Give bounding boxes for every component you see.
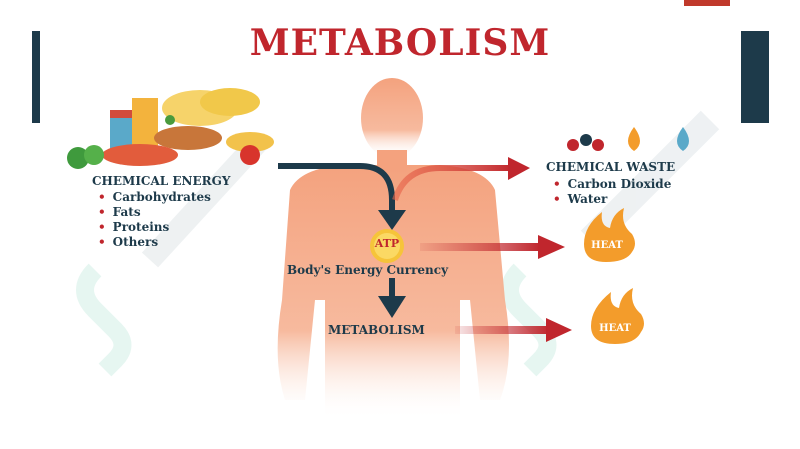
list-item: Fats [98, 205, 211, 220]
atp-caption: Body's Energy Currency [287, 263, 449, 277]
flame-icon [584, 208, 635, 262]
chemical-energy-list: Carbohydrates Fats Proteins Others [98, 190, 211, 250]
chemical-waste-heading: CHEMICAL WASTE [546, 160, 676, 174]
list-item: Others [98, 235, 211, 250]
right-accent-bar [741, 31, 769, 123]
heat-label: HEAT [599, 323, 631, 334]
arrow-down-2 [378, 296, 406, 318]
food-illustration [67, 88, 274, 169]
atp-label: ATP [374, 237, 400, 250]
flame-icon [591, 288, 644, 344]
left-accent-bar [32, 31, 40, 123]
list-item: Proteins [98, 220, 211, 235]
page-title: METABOLISM [249, 22, 551, 64]
energy-flow-arrows [278, 163, 406, 318]
waste-arrow [392, 157, 530, 201]
chemical-energy-heading: CHEMICAL ENERGY [92, 174, 231, 188]
heat-arrow-2 [455, 318, 572, 342]
heat-label: HEAT [591, 240, 623, 251]
list-item: Water [553, 192, 671, 207]
arrow-down-1 [378, 210, 406, 230]
list-item: Carbohydrates [98, 190, 211, 205]
chemical-waste-list: Carbon Dioxide Water [553, 177, 672, 207]
atp-badge [370, 229, 404, 263]
heat-arrow-1 [420, 235, 565, 259]
list-item: Carbon Dioxide [553, 177, 672, 192]
corner-accent [684, 0, 730, 6]
metabolism-label: METABOLISM [328, 323, 425, 337]
waste-icons [567, 127, 689, 151]
